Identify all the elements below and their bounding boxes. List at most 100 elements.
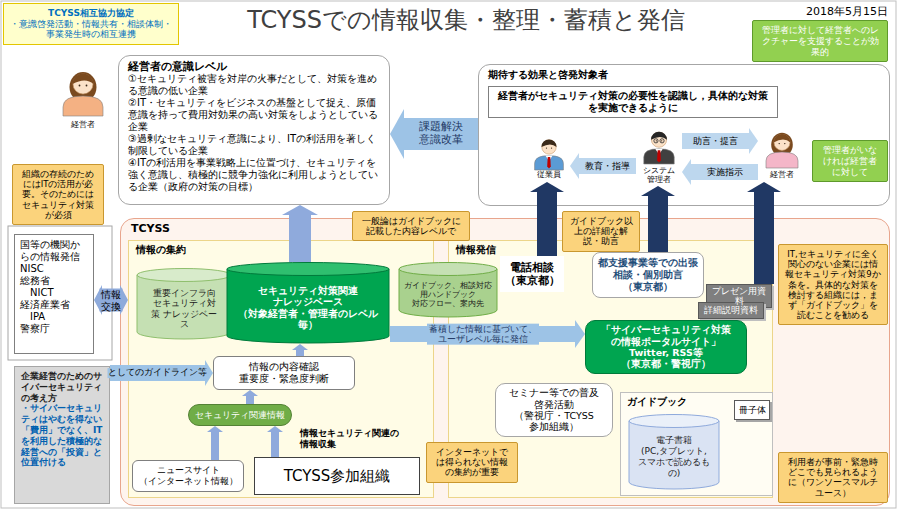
cylinder-body xyxy=(399,269,497,317)
node-text: 情報の内容確認 xyxy=(249,361,319,373)
event-box: セミナー等での普及啓発活動（警視庁・TCYSS参加組織） xyxy=(495,383,613,437)
node-text: TCYSS xyxy=(131,222,879,235)
node-text: ①セキュリティ被害を対岸の火事だとして、対策を進める意識の低い企業 xyxy=(128,73,380,97)
node-text: 期待する効果と啓発対象者 xyxy=(488,69,880,81)
node-text: （東京都・警視庁） xyxy=(621,358,711,369)
node-text: Twitter, RSS等 xyxy=(629,347,703,358)
node-text: 都支援事業等での出張相談・個別助言 xyxy=(598,257,698,281)
cylinder-top xyxy=(399,263,497,276)
callout-note: 組織の存続のためにはITの活用が必要。そのためにはセキュリティ対策が必須 xyxy=(12,164,104,225)
tie xyxy=(657,150,661,162)
head xyxy=(774,134,790,150)
node-text: 総務省 xyxy=(20,275,88,287)
node-text: 冊子体 xyxy=(739,405,766,416)
node-text: 管理者がいなければ経営者に対して xyxy=(819,145,881,177)
cylinder-top xyxy=(137,269,231,282)
callout-note: 利用者が事前・緊急時どこでも見られるように（ワンソースマルチユース） xyxy=(778,452,888,503)
node-text: 詳細説明資料 xyxy=(704,305,758,315)
eye-right xyxy=(661,140,662,141)
node-text: （東京都） xyxy=(505,274,560,287)
edge-label-wrap: 実施指示 xyxy=(706,167,744,177)
service-box: 都支援事業等での出張相談・個別助言（東京都） xyxy=(592,252,704,298)
edge-label-wrap: としてのガイドライン等 xyxy=(107,368,208,378)
connector xyxy=(211,432,219,460)
node-text: 管理者に対して経営者へのレクチャーを支援することが効果的 xyxy=(759,25,881,57)
edge-label-wrap: 教育・指導 xyxy=(584,161,631,171)
edge-label: 教育・指導 xyxy=(584,161,631,171)
diagram-title: TCYSSでの情報収集・整理・蓄積と発信 xyxy=(186,6,746,35)
node-text: NICT xyxy=(20,287,88,299)
connector xyxy=(404,118,478,150)
node-text: ③過剰なセキュリティ意識により、ITの利活用を著しく制限している企業 xyxy=(128,133,380,157)
portal-box: 「サイバーセキュリティ対策の情報ポータルサイト」Twitter, RSS等（東京… xyxy=(585,320,747,374)
node-text: 警察庁 xyxy=(20,323,88,335)
node-text: ガイドブック以上の詳細な解説・助言 xyxy=(568,216,634,247)
edge-label: 実施指示 xyxy=(706,167,744,177)
goal-box: 経営者がセキュリティ対策の必要性を認識し，具体的な対策を実施できるように xyxy=(488,86,778,118)
edge-label: 課題解決 意識改革 xyxy=(417,121,465,146)
edge-label-wrap: 情報交換 xyxy=(100,289,123,312)
person-figure: 従業員 xyxy=(528,134,570,182)
eye-left xyxy=(656,140,657,141)
connector xyxy=(648,196,668,252)
node-text: 対応フロー、案内先 xyxy=(412,299,484,308)
eye-right xyxy=(551,147,552,148)
edge-label: 情報交換 xyxy=(100,289,123,312)
database-cylinder: 電子書籍(PC,タブレット,スマホで読めるもの) xyxy=(628,414,720,490)
edge-label: としてのガイドライン等 xyxy=(107,368,208,378)
document-box: プレゼン用資料 xyxy=(706,284,772,308)
connector xyxy=(271,432,279,457)
eye-left xyxy=(778,143,779,144)
database-cylinder: ガイドブック、相談対応用ハンドブック対応フロー、案内先 xyxy=(398,262,498,318)
eye-left xyxy=(546,147,547,148)
node-text: NISC xyxy=(20,263,88,275)
callout-note: IT,セキュリティに全く関心のない企業には情報セキュリティ対策9か条を。具体的な… xyxy=(778,244,888,325)
callout-note: 一般論はガイドブックに記載した内容レベルで xyxy=(352,211,470,241)
node-text: 経営者の意識レベル xyxy=(128,60,380,73)
info-pill: セキュリティ関連情報 xyxy=(188,404,292,426)
node-text: ・サイバーセキュリティはやむを得ない「費用」でなく、ITを利用した積極的な経営へ… xyxy=(21,403,103,468)
node-text: 経営者がセキュリティ対策の必要性を認識し，具体的な対策を実施できるように xyxy=(496,90,770,114)
node-text: 一般論はガイドブックに記載した内容レベルで xyxy=(358,216,464,236)
policy-box: 企業経営のためのサイバーセキュリティの考え方・サイバーセキュリティはやむを得ない… xyxy=(14,366,110,504)
node-text: プレゼン用資料 xyxy=(709,286,769,306)
label-wrap: 情報セキュリティ関連の 情報収集 xyxy=(300,428,404,450)
node-text: 従業員 xyxy=(537,170,561,180)
guidebook-panel: ガイドブック冊子体電子書籍(PC,タブレット,スマホで読めるもの) xyxy=(620,392,773,496)
node-text: ②IT・セキュリティをビジネスの基盤として捉え、原価意識を持って費用対効果の高い… xyxy=(128,97,380,133)
node-text: 国等の機関からの情報発信 xyxy=(20,239,88,263)
callout-note: ガイドブック以上の詳細な解説・助言 xyxy=(562,211,640,252)
service-label-box: 電話相談（東京都） xyxy=(500,256,564,292)
edge-label-wrap: 蓄積した情報に基づいて、ユーザレベル毎に発信 xyxy=(427,324,539,345)
connector xyxy=(691,164,758,180)
node-text: セミナー等での普及啓発活動 xyxy=(508,387,600,410)
cylinder-body xyxy=(227,269,389,343)
head xyxy=(73,74,93,94)
node-text: セキュリティ対策関連 ナレッジベース xyxy=(258,285,358,308)
node-text: 重要インフラ向 セキュリティ対策 ナレッジベース xyxy=(149,288,219,329)
connector xyxy=(537,192,557,256)
node-text: （警視庁・TCYSS参加組織） xyxy=(511,410,597,433)
connector xyxy=(579,158,636,174)
body xyxy=(644,149,674,164)
free-label: 情報セキュリティ関連の 情報収集 xyxy=(300,428,404,450)
connector xyxy=(682,133,749,149)
head xyxy=(651,132,666,147)
glasses-right xyxy=(660,139,664,143)
body xyxy=(766,152,798,168)
body xyxy=(63,96,103,116)
head xyxy=(542,140,556,154)
hair xyxy=(651,132,667,140)
edge-label: 蓄積した情報に基づいて、ユーザレベル毎に発信 xyxy=(427,324,539,345)
edge-label: 助言・提言 xyxy=(692,136,739,146)
body xyxy=(535,156,564,170)
free-label: 2018年5月15日 xyxy=(790,5,888,18)
callout-note: 管理者に対して経営者へのレクチャーを支援することが効果的 xyxy=(752,20,888,62)
node-text: （対象経営者・管理者のレベル毎） xyxy=(230,308,386,331)
node-text: IPA xyxy=(20,311,88,323)
node-text: TCYSS相互協力協定 xyxy=(48,8,134,19)
node-text: ・意識啓発活動・情報共有・相談体制・事業発生時の相互連携 xyxy=(8,19,174,41)
hair xyxy=(73,74,94,85)
source-box: 国等の機関からの情報発信NISC総務省NICT経済産業省IPA警察庁 xyxy=(14,234,94,354)
